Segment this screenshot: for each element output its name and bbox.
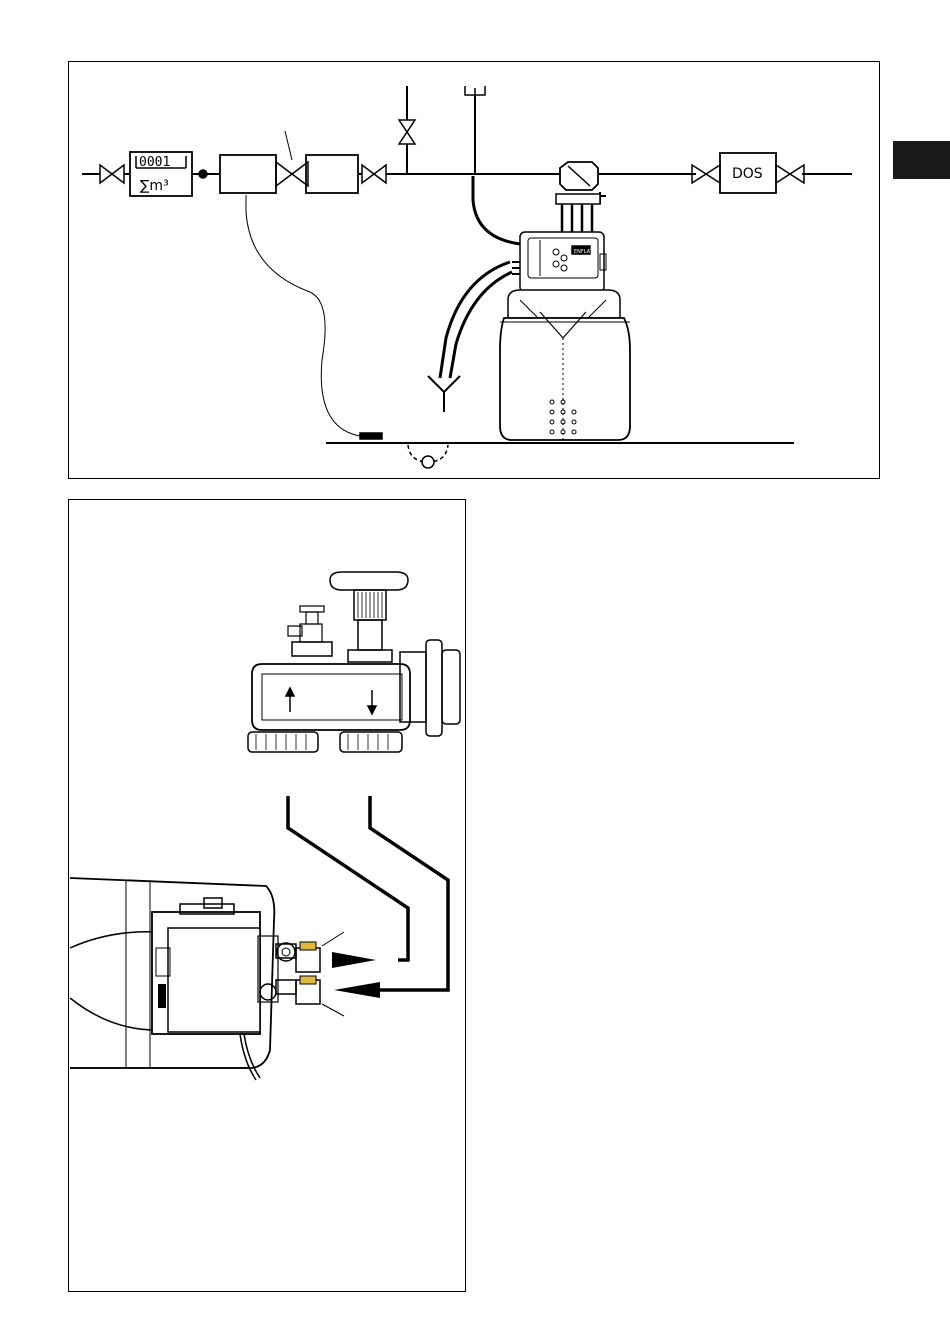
softener-cabinet (500, 290, 630, 440)
supply-hose (473, 176, 520, 244)
softener-top-view (70, 878, 274, 1080)
tap-outlet-icon (465, 86, 485, 174)
leader-line (285, 131, 292, 160)
filter-box (220, 155, 276, 193)
outlet-arrow-icon (334, 982, 380, 998)
inlet-arrow-icon (332, 952, 376, 968)
backflow-box (306, 155, 358, 193)
water-meter: 0001 ∑m³ (130, 152, 192, 196)
softener-control-head: ENFLAT (512, 232, 606, 292)
shutoff-valve-3-icon (362, 165, 386, 183)
sampling-valve (288, 606, 332, 656)
sensor-cable (246, 195, 360, 436)
shutoff-valve-1-icon (100, 165, 124, 183)
meter-unit: ∑m³ (140, 178, 169, 194)
meter-digits: 0001 (139, 155, 170, 170)
dosing-unit: DOS (692, 153, 804, 193)
connection-manifold (248, 640, 460, 752)
drain-valve-riser (399, 86, 415, 174)
bypass-valve-handwheel (330, 572, 408, 662)
check-valve-icon (199, 170, 207, 178)
bypass-valve (556, 162, 606, 232)
shutoff-valve-2-icon (276, 162, 308, 186)
dosing-label: DOS (732, 166, 763, 182)
svg-text:ENFLAT: ENFLAT (574, 249, 594, 255)
sensor-pad (360, 433, 382, 439)
